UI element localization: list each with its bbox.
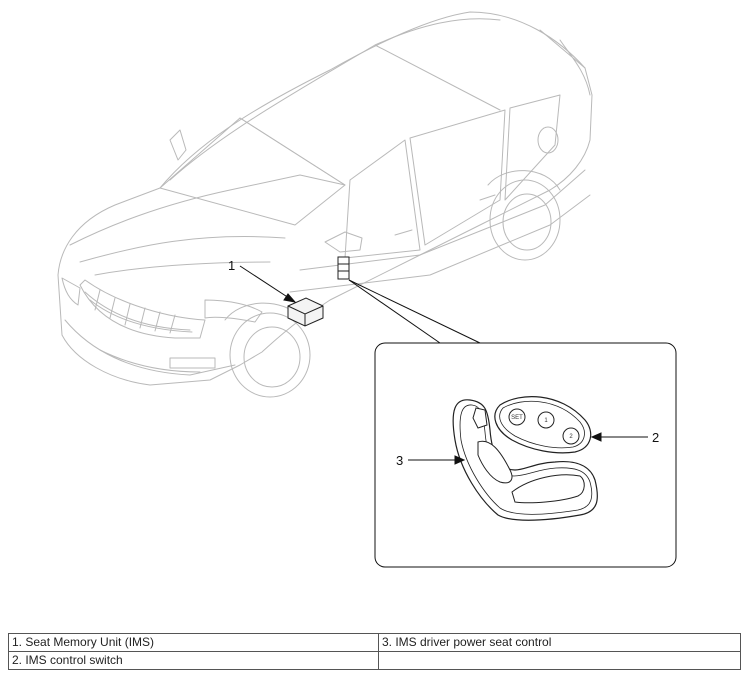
callout-1-label: 1	[228, 258, 235, 273]
seat-memory-unit-icon	[287, 297, 324, 327]
set-button	[508, 408, 526, 426]
legend-empty-cell	[378, 651, 741, 670]
memory-2-button	[562, 427, 580, 445]
legend-table: 1. Seat Memory Unit (IMS) 3. IMS driver …	[8, 633, 741, 670]
callout-2-label: 2	[652, 430, 659, 445]
memory-1-button	[537, 411, 555, 429]
ims-control-switch-icon: SET 1 2	[494, 396, 592, 454]
legend-item-2: 2. IMS control switch	[8, 651, 379, 670]
detail-box	[374, 342, 677, 568]
power-seat-control-icon	[452, 399, 598, 521]
callout-arrows	[239, 265, 648, 465]
callout-3-label: 3	[396, 453, 403, 468]
door-switch-icon	[337, 256, 350, 280]
legend-row: 2. IMS control switch	[8, 651, 741, 670]
car-outline	[57, 11, 593, 398]
vehicle-component-location-diagram: SET 1 2 1 2 3	[57, 11, 677, 568]
legend-row: 1. Seat Memory Unit (IMS) 3. IMS driver …	[8, 633, 741, 652]
legend-item-3: 3. IMS driver power seat control	[378, 633, 741, 652]
memory-1-button-label: 1	[544, 418, 548, 424]
memory-2-button-label: 2	[569, 434, 573, 440]
set-button-label: SET	[511, 415, 523, 421]
legend-item-1: 1. Seat Memory Unit (IMS)	[8, 633, 379, 652]
detail-leader-lines	[348, 279, 481, 344]
